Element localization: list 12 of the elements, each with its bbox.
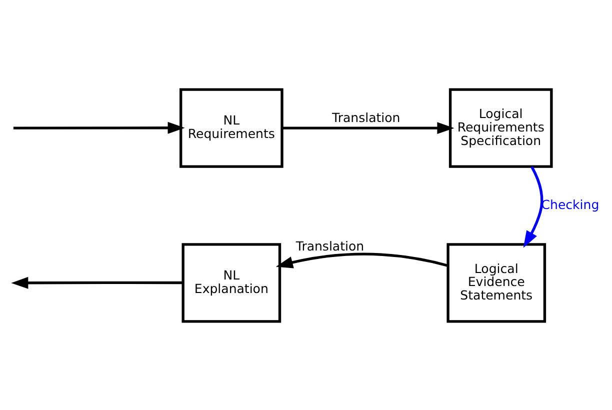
node-box: Logical Requirements Specification — [448, 88, 553, 168]
arrow — [11, 276, 183, 288]
node-box: NL Explanation — [182, 242, 282, 322]
arrow — [523, 166, 544, 248]
node-box: NL Requirements — [180, 88, 284, 168]
arrow — [13, 121, 185, 134]
arrow — [276, 252, 448, 268]
edge-label: Checking — [541, 196, 600, 212]
edge-label: Translation — [332, 109, 400, 124]
node-box: Logical Evidence Statements — [446, 242, 546, 322]
arrow — [282, 122, 454, 134]
edge-label: Translation — [296, 238, 364, 254]
